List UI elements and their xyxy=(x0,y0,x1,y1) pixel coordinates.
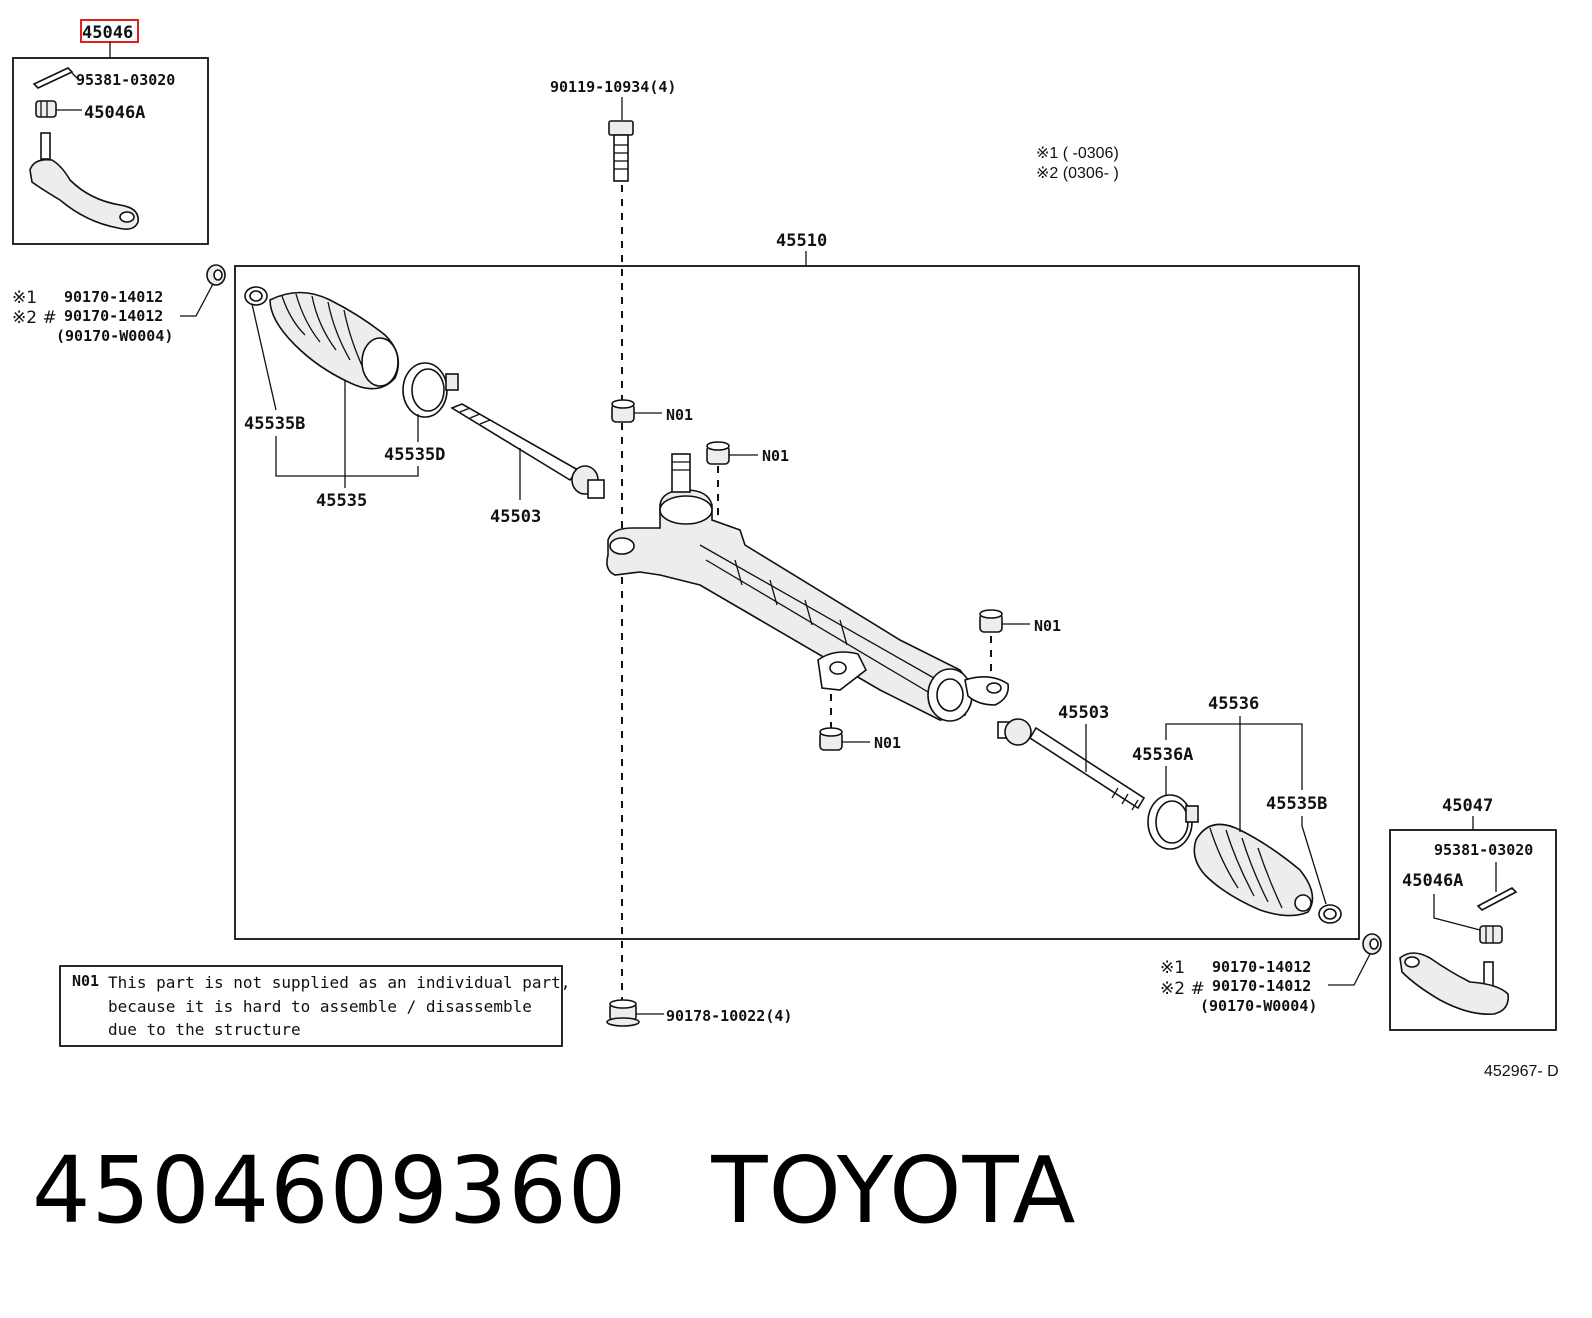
right-clip-mark-1: ※1 xyxy=(1160,958,1185,978)
right-tie-rod-end-box xyxy=(1389,829,1557,1031)
tie-rod-end-icon xyxy=(29,132,139,230)
left-tie-rod-end-group: 45046 95381-03020 45046A xyxy=(12,19,209,245)
castle-nut-icon xyxy=(1479,925,1503,944)
flange-nut-icon xyxy=(606,999,640,1027)
clip-icon xyxy=(206,264,226,286)
footer-part-number: 4504609360 xyxy=(32,1136,628,1244)
left-clip-mark-1: ※1 xyxy=(12,288,37,308)
rack-assembly-part-number[interactable]: 45510 xyxy=(776,231,827,251)
left-clip-part-number-2[interactable]: 90170-14012 xyxy=(64,307,163,325)
note-box: N01 This part is not supplied as an indi… xyxy=(59,965,570,1047)
bolt-part-number[interactable]: 90119-10934(4) xyxy=(550,78,676,96)
note-line-2: because it is hard to assemble / disasse… xyxy=(108,997,532,1016)
bottom-nut-part-number[interactable]: 90178-10022(4) xyxy=(666,1007,792,1025)
right-tie-rod-group: 45503 xyxy=(997,703,1146,811)
bellows-boot-icon xyxy=(269,291,400,390)
boot-clamp-icon xyxy=(1318,904,1342,924)
bushing-icon xyxy=(706,441,730,465)
bottom-nut-group: 90178-10022(4) xyxy=(606,999,792,1027)
bushing-icon xyxy=(611,399,635,423)
tie-rod-icon xyxy=(450,403,605,499)
castle-nut-icon xyxy=(35,100,82,118)
rack-assembly-box xyxy=(234,265,1360,940)
right-boot-kit-label[interactable]: 45536 xyxy=(1208,694,1259,714)
boot-clamp-icon xyxy=(244,286,268,306)
right-nut-part-number[interactable]: 45046A xyxy=(1402,871,1463,891)
n01-label-2[interactable]: N01 xyxy=(762,447,789,465)
note-code: N01 xyxy=(72,972,99,990)
n01-label-3[interactable]: N01 xyxy=(1034,617,1061,635)
footer-title: 4504609360 TOYOTA xyxy=(32,1137,1077,1244)
left-tie-rod-label[interactable]: 45503 xyxy=(490,507,541,527)
right-tie-rod-end-group: 45047 95381-03020 45046A xyxy=(1389,796,1557,1031)
left-boot-group: 45535B 45535D 45535 xyxy=(244,286,459,511)
n01-bushing-1: N01 xyxy=(611,399,693,424)
note-line-1: This part is not supplied as an individu… xyxy=(108,973,570,992)
bellows-boot-icon xyxy=(1193,823,1314,917)
left-boot-band-label[interactable]: 45535D xyxy=(384,445,445,465)
right-tie-rod-end-part-number[interactable]: 45047 xyxy=(1442,796,1493,816)
right-clip-part-number-2[interactable]: 90170-14012 xyxy=(1212,977,1311,995)
right-clip-part-number-3[interactable]: (90170-W0004) xyxy=(1200,997,1317,1015)
left-clip-part-number-1[interactable]: 90170-14012 xyxy=(64,288,163,306)
left-boot-kit-label[interactable]: 45535 xyxy=(316,491,367,511)
right-tie-rod-label[interactable]: 45503 xyxy=(1058,703,1109,723)
bolt-icon xyxy=(608,120,634,182)
boot-band-icon xyxy=(1147,794,1199,850)
n01-label-4[interactable]: N01 xyxy=(874,734,901,752)
left-clip-mark-2: ※2 # xyxy=(12,308,57,328)
right-boot-group: 45536 45536A 45535B xyxy=(1132,694,1342,924)
right-boot-clamp-label[interactable]: 45535B xyxy=(1266,794,1327,814)
condition-2: ※2 (0306- ) xyxy=(1036,165,1119,182)
footer-brand: TOYOTA xyxy=(711,1136,1077,1244)
n01-bushing-2: N01 xyxy=(706,441,789,515)
cotter-pin-icon xyxy=(1476,887,1518,911)
left-tie-rod-end-part-number[interactable]: 45046 xyxy=(82,23,133,43)
tie-rod-icon xyxy=(997,718,1146,811)
diagram-code: 452967- D xyxy=(1484,1063,1559,1080)
right-clip-mark-2: ※2 # xyxy=(1160,979,1205,999)
right-cotter-pin-part-number[interactable]: 95381-03020 xyxy=(1434,841,1533,859)
bushing-icon xyxy=(979,609,1003,633)
condition-legend: ※1 ( -0306) ※2 (0306- ) xyxy=(1036,145,1119,182)
rack-housing-icon xyxy=(606,453,1010,722)
boot-band-icon xyxy=(402,362,459,418)
left-clip-part-number-3[interactable]: (90170-W0004) xyxy=(56,327,173,345)
left-tie-rod-end-box xyxy=(12,57,209,245)
n01-bushing-4: N01 xyxy=(819,694,901,752)
right-clip-group: ※1 ※2 # 90170-14012 90170-14012 (90170-W… xyxy=(1160,933,1382,1015)
nut-part-number[interactable]: 45046A xyxy=(84,103,145,123)
note-line-3: due to the structure xyxy=(108,1020,301,1039)
left-tie-rod-group: 45503 xyxy=(450,403,605,527)
condition-1: ※1 ( -0306) xyxy=(1036,145,1119,162)
left-boot-clamp-label[interactable]: 45535B xyxy=(244,414,305,434)
tie-rod-end-icon xyxy=(1399,952,1510,1016)
n01-label-1[interactable]: N01 xyxy=(666,406,693,424)
n01-bushing-3: N01 xyxy=(979,609,1061,678)
bushing-icon xyxy=(819,727,843,751)
clip-icon xyxy=(1362,933,1382,955)
right-clip-part-number-1[interactable]: 90170-14012 xyxy=(1212,958,1311,976)
bolt-group: 90119-10934(4) xyxy=(550,78,676,1000)
left-clip-group: ※1 ※2 # 90170-14012 90170-14012 (90170-W… xyxy=(12,264,226,345)
cotter-pin-part-number[interactable]: 95381-03020 xyxy=(76,71,175,89)
right-boot-band-label[interactable]: 45536A xyxy=(1132,745,1193,765)
cotter-pin-icon xyxy=(32,67,79,89)
